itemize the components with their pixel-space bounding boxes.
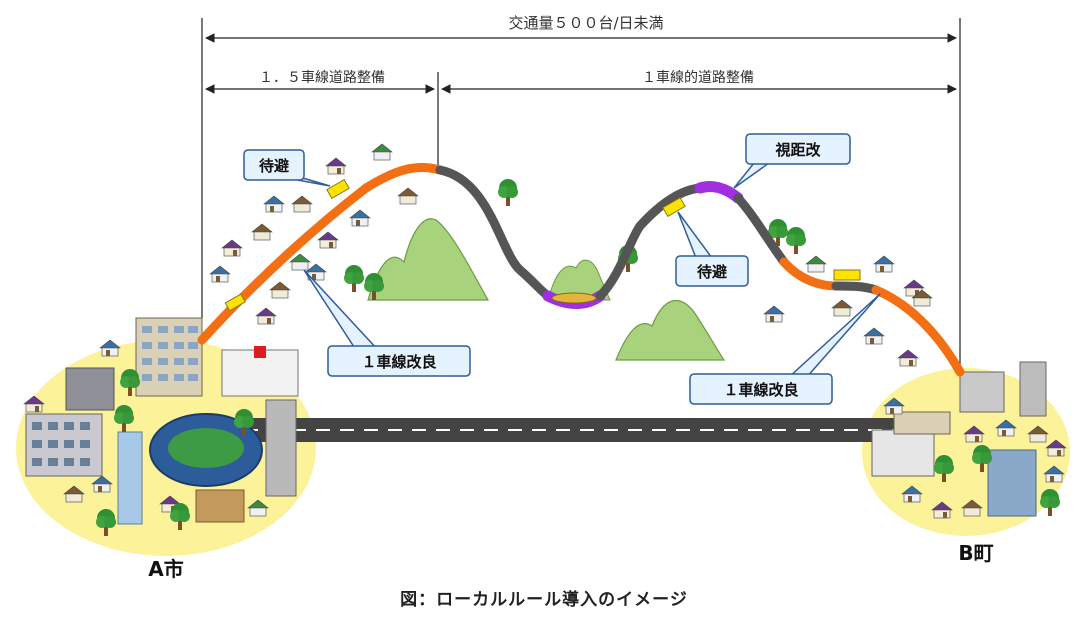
existing-road-section: [733, 193, 789, 267]
house-icon: [397, 187, 419, 205]
apartment-building: [893, 411, 951, 435]
house-icon: [291, 195, 313, 213]
house-icon: [763, 305, 785, 323]
town-b-buildings: [871, 361, 1067, 519]
callout-sight-distance-label: 視距改: [774, 141, 821, 159]
left-section-label: １．５車線道路整備: [259, 69, 385, 86]
stadium-field: [168, 428, 244, 468]
mountain-left: [367, 218, 490, 301]
callout-single-lane-right: １車線改良: [689, 293, 881, 405]
city-a-label: A市: [148, 557, 183, 581]
dimension-lines: [201, 18, 961, 372]
house-icon: [209, 265, 231, 283]
town-b-label: B町: [958, 541, 993, 565]
right-section-label: １車線的道路整備: [642, 69, 754, 86]
school-building: [195, 489, 245, 523]
office-building: [959, 371, 1005, 413]
mountain-right: [615, 299, 726, 361]
mountain-center: [547, 259, 611, 301]
house-icon: [221, 239, 243, 257]
apartment-building: [987, 449, 1037, 517]
house-icon: [805, 255, 827, 273]
house-icon: [349, 209, 371, 227]
office-building: [1019, 361, 1047, 417]
dimension-labels: 交通量５００台/日未満 １．５車線道路整備 １車線的道路整備: [236, 12, 784, 86]
tree-icon: [1040, 489, 1060, 516]
house-icon: [325, 157, 347, 175]
house-icon: [251, 223, 273, 241]
overall-dimension-label: 交通量５００台/日未満: [508, 14, 663, 32]
callout-sight-distance: 視距改: [733, 133, 851, 189]
office-building: [65, 367, 115, 411]
house-icon: [269, 281, 291, 299]
tree-icon: [498, 179, 518, 206]
house-icon: [255, 307, 277, 325]
improved-road-section-left: [197, 163, 445, 345]
house-icon: [831, 299, 853, 317]
existing-road-section: [435, 165, 553, 301]
callout-single-lane-left-label: １車線改良: [361, 353, 436, 371]
house-icon: [317, 231, 339, 249]
tower-building: [117, 431, 143, 525]
callout-turnout-left-label: 待避: [259, 157, 289, 175]
house-icon: [897, 349, 919, 367]
tree-icon: [344, 265, 364, 292]
figure-caption: 図：ローカルルール導入のイメージ: [400, 590, 688, 610]
callout-turnout-left: 待避: [243, 149, 331, 187]
road-details: [224, 178, 861, 312]
apartment-building: [871, 429, 935, 477]
house-icon: [371, 143, 393, 161]
bridge-icon: [551, 292, 597, 304]
house-icon: [99, 339, 121, 357]
house-icon: [873, 255, 895, 273]
callout-single-lane-right-label: １車線改良: [723, 381, 798, 399]
hospital-cross-icon: [254, 346, 266, 358]
tall-building: [265, 399, 297, 497]
turnout-marker: [224, 293, 246, 312]
turnout-marker: [833, 269, 861, 281]
mountains: [367, 218, 726, 361]
existing-road-section: [831, 281, 881, 295]
tree-icon: [786, 227, 806, 254]
improved-road-section-right: [871, 285, 965, 377]
house-icon: [263, 195, 285, 213]
callout-single-lane-left: １車線改良: [303, 269, 471, 377]
main-highway: [220, 418, 900, 442]
callout-turnout-right-label: 待避: [697, 263, 727, 281]
house-icon: [863, 327, 885, 345]
turnout-marker: [326, 178, 350, 200]
callout-turnout-right: 待避: [675, 211, 749, 287]
existing-road-section: [595, 183, 705, 301]
sight-improvement-section-crest: [694, 180, 744, 204]
houses: [209, 143, 933, 367]
city-a-buildings: [23, 317, 299, 536]
house-icon: [289, 253, 311, 271]
turnout-marker: [662, 196, 686, 218]
